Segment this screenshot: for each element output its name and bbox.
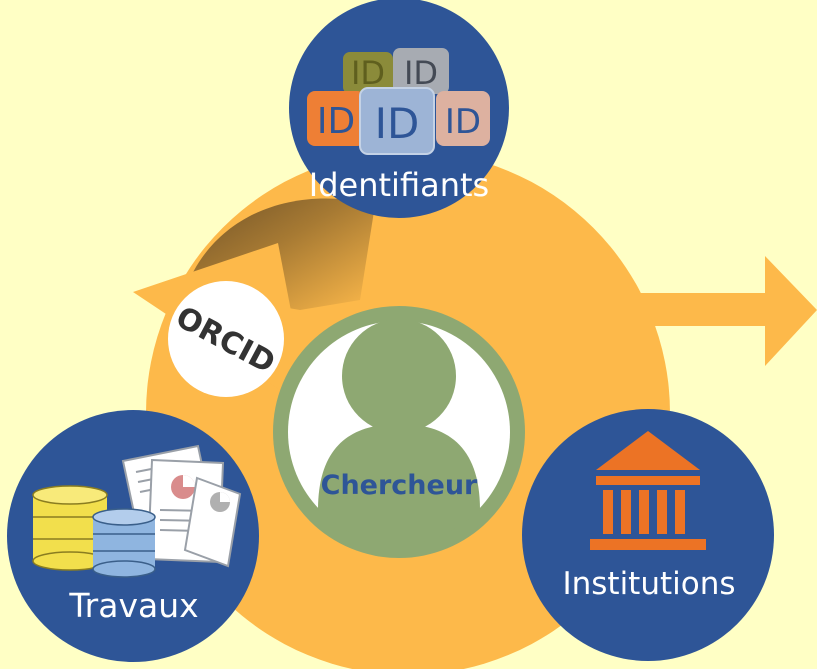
documents-icon [121, 444, 242, 568]
right-arrow-icon [610, 256, 817, 366]
works-node: Travaux [7, 410, 259, 662]
id-tiles-icon: ID ID ID ID ID [307, 48, 490, 155]
person-icon [318, 319, 480, 545]
institution-building-icon [590, 431, 706, 550]
center-node: Chercheur [273, 306, 525, 558]
institutions-node: Institutions [522, 409, 774, 661]
center-label: Chercheur [321, 470, 478, 501]
id-tile-2: ID [404, 54, 438, 92]
database-icon [32, 485, 156, 578]
id-tile-4: ID [445, 102, 481, 142]
identifiers-label: Identifiants [309, 166, 489, 204]
works-label: Travaux [68, 586, 198, 625]
id-tile-1: ID [351, 54, 385, 92]
identifiers-node: ID ID ID ID ID Identifiants [289, 0, 509, 218]
institutions-label: Institutions [562, 566, 735, 602]
id-tile-3: ID [317, 101, 355, 142]
orcid-badge-circle [168, 281, 284, 397]
orcid-badge: ORCID [133, 243, 310, 410]
id-tile-5: ID [375, 99, 420, 148]
